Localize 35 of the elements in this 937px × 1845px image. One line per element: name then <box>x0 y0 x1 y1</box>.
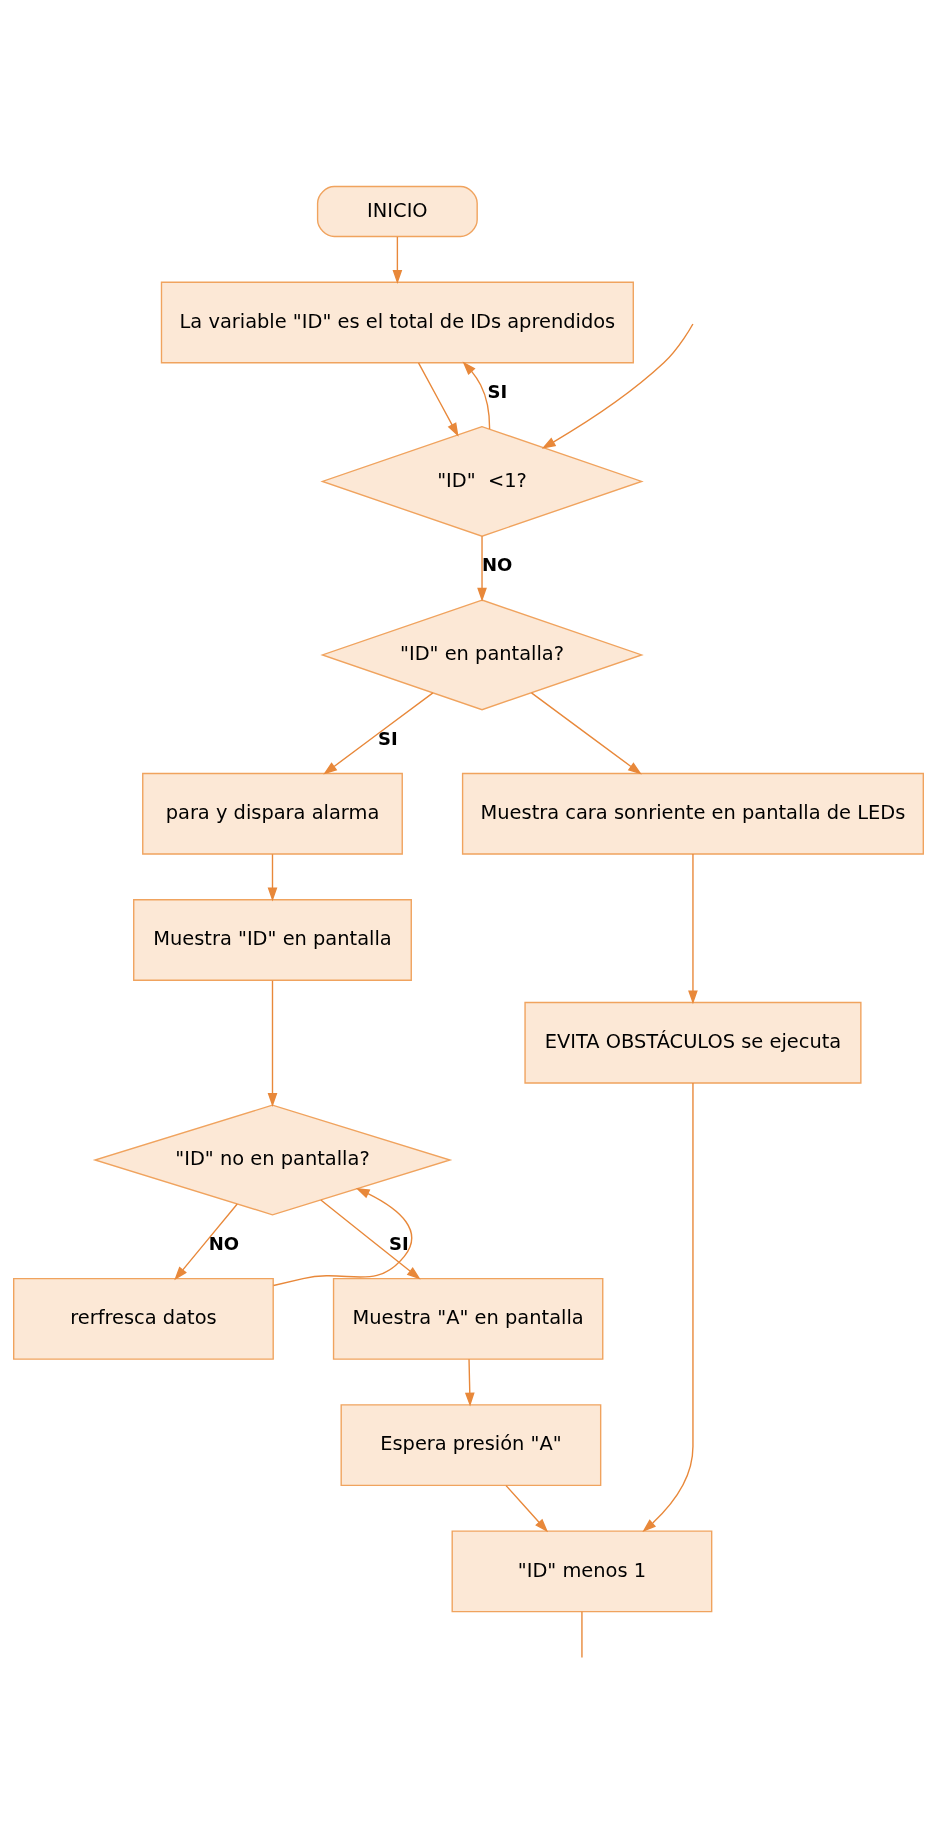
node-box: rerfresca datos <box>13 1277 274 1360</box>
arrow <box>417 362 459 437</box>
arrow <box>505 1484 549 1533</box>
node-box: Muestra "ID" en pantalla <box>133 899 412 981</box>
node-diamond: "ID" <1? <box>320 425 644 537</box>
node-box: Espera presión "A" <box>340 1404 602 1487</box>
arrow <box>272 1187 413 1287</box>
arrow <box>477 535 487 602</box>
arrow <box>688 853 698 1005</box>
node-box: INICIO <box>316 185 478 238</box>
arrow <box>642 1082 694 1533</box>
arrow <box>464 1358 475 1407</box>
edge-label: SI <box>389 1233 409 1255</box>
arrow <box>323 692 434 775</box>
node-box: Muestra cara sonriente en pantalla de LEDs <box>461 772 924 855</box>
arrow <box>320 1199 421 1280</box>
arrow <box>267 980 278 1107</box>
arrow <box>462 361 491 430</box>
node-box: Muestra "A" en pantalla <box>332 1277 604 1360</box>
node-box: EVITA OBSTÁCULOS se ejecuta <box>524 1001 862 1084</box>
node-diamond: "ID" en pantalla? <box>320 599 644 711</box>
edge-label: SI <box>377 727 398 749</box>
edge-label: NO <box>482 554 513 576</box>
arrow <box>541 323 694 449</box>
node-box: para y dispara alarma <box>142 772 403 855</box>
node-diamond: "ID" no en pantalla? <box>92 1104 453 1216</box>
arrow <box>392 236 403 284</box>
arrow <box>267 853 278 902</box>
arrow <box>530 692 642 775</box>
connector <box>581 1610 583 1659</box>
node-box: La variable "ID" es el total de IDs aprendidos <box>160 281 634 364</box>
arrow <box>174 1203 238 1281</box>
edge-label: NO <box>208 1233 240 1255</box>
node-box: "ID" menos 1 <box>451 1530 713 1613</box>
edge-label: SI <box>487 381 508 403</box>
